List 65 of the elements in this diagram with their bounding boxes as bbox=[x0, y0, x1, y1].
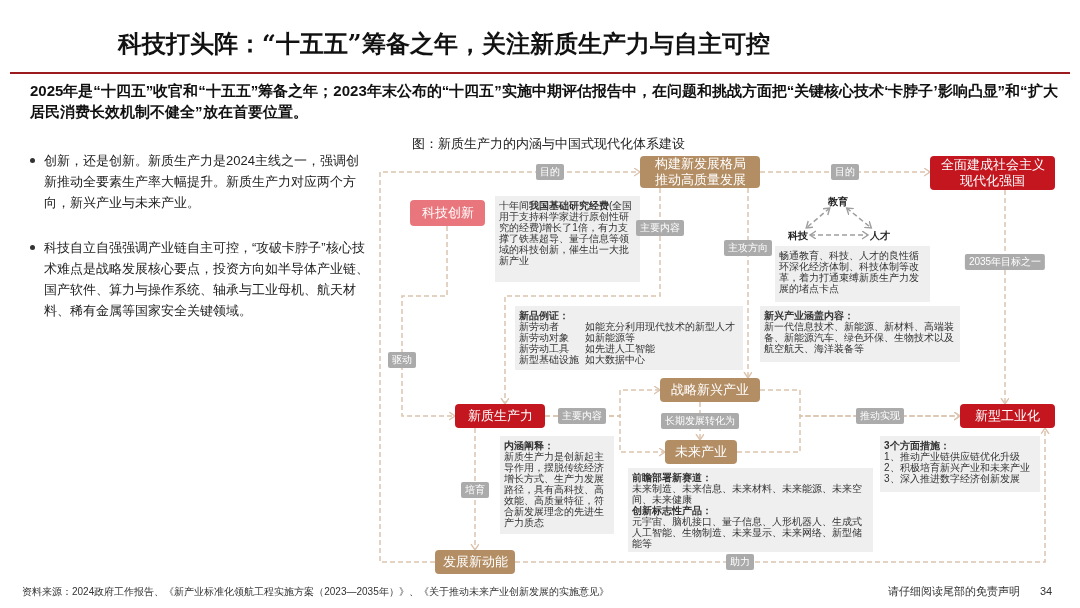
concept-label: 人才 bbox=[868, 228, 892, 242]
note-text: 如大数据中心 bbox=[585, 354, 645, 365]
note-heading: 3个方面措施： bbox=[884, 440, 951, 451]
arrow bbox=[695, 401, 705, 441]
note-text: 未来制造、未来信息、未来材料、未来能源、未来空间、未来健康 bbox=[632, 483, 863, 505]
arrow bbox=[401, 225, 456, 421]
note-text: 十年间我国基础研究经费(全国用于支持科学家进行原创性研究的经费)增长了1倍，有力支撑了铁基超导、量子信息等领域的科技创新，催生出一大批新产业 bbox=[499, 200, 634, 266]
double-arrow bbox=[845, 207, 873, 229]
concept-label: 科技 bbox=[786, 228, 810, 242]
note-term: 新劳动者 bbox=[519, 321, 559, 332]
process-box: 战略新兴产业 bbox=[660, 378, 760, 402]
source-note: 资料来源：2024政府工作报告、《新产业标准化领航工程实施方案（2023—2035年）》、《关于推动未来产业创新发展的实施意见》 bbox=[22, 585, 609, 599]
edge-label: 主攻方向 bbox=[724, 240, 772, 256]
note-term: 新劳动工具 bbox=[519, 343, 569, 354]
note-heading: 前瞻部署新赛道： bbox=[632, 472, 713, 483]
note-heading: 新兴产业涵盖内容： bbox=[764, 310, 854, 321]
process-box: 构建新发展格局推动高质量发展 bbox=[640, 156, 760, 188]
process-box: 新型工业化 bbox=[960, 404, 1055, 428]
note-text: 新质生产力是创新起主导作用，摆脱传统经济增长方式、生产力发展路径，具有高科技、高效能、高质量特征，符合新发展理念的先进生产力质态 bbox=[504, 451, 605, 528]
arrow bbox=[470, 427, 480, 551]
process-box: 发展新动能 bbox=[435, 550, 515, 574]
note-text: 2、积极培育新兴产业和未来产业 bbox=[884, 462, 1031, 473]
bullet-text: 创新，还是创新。新质生产力是2024主线之一，强调创新推动全要素生产率大幅提升。新质生产力对应两个方向，新兴产业与未来产业。 bbox=[44, 152, 360, 212]
note-heading: 创新标志性产品： bbox=[632, 505, 713, 516]
arrow bbox=[1000, 189, 1010, 405]
process-box: 新质生产力 bbox=[455, 404, 545, 428]
arrow bbox=[514, 427, 1050, 563]
double-arrow bbox=[805, 207, 831, 229]
figure-title: 图：新质生产力的内涵与中国式现代化体系建设 bbox=[412, 135, 685, 153]
intro-text: 2025年是“十四五”收官和“十五五”筹备之年；2023年末公布的“十四五”实施中期评估报告中，在问题和挑战方面把“关键核心技术‘卡脖子’影响凸显”和“扩大居民消费长效机制不健全”放在首要位置。 bbox=[30, 81, 1059, 122]
note-heading: 新品例证： bbox=[519, 310, 570, 321]
note-card bbox=[495, 196, 640, 282]
edge-label: 主要内容 bbox=[558, 408, 606, 424]
note-text: 新一代信息技术、新能源、新材料、高端装备、新能源汽车、绿色环保、生物技术以及航空航天、海洋装备等 bbox=[764, 321, 955, 354]
edge-label: 驱动 bbox=[388, 352, 416, 368]
note-term: 新劳动对象 bbox=[519, 332, 570, 343]
note-term: 新型基础设施 bbox=[519, 354, 580, 365]
page-number: 34 bbox=[1040, 584, 1053, 599]
note-text: 畅通教育、科技、人才的良性循环深化经济体制、科技体制等改革，着力打通束缚新质生产力发展的堵点卡点 bbox=[779, 250, 920, 294]
double-arrow bbox=[809, 230, 869, 240]
note-text: 元宇宙、脑机接口、量子信息、人形机器人、生成式人工智能、生物制造、未来显示、未来网络、新型储能等 bbox=[632, 516, 863, 549]
process-box: 全面建成社会主义现代化强国 bbox=[930, 156, 1055, 190]
process-box: 未来产业 bbox=[665, 440, 737, 464]
note-text: 如先进人工智能 bbox=[585, 343, 656, 354]
arrow bbox=[743, 187, 753, 379]
disclaimer-note: 请仔细阅读尾部的免责声明 bbox=[888, 584, 1020, 599]
arrow bbox=[379, 167, 641, 563]
edge-label: 助力 bbox=[726, 554, 754, 570]
note-text: 3、深入推进数字经济创新发展 bbox=[884, 473, 1021, 484]
slide-title: 科技打头阵：“十五五”筹备之年，关注新质生产力与自主可控 bbox=[118, 28, 770, 60]
edge-label: 推动实现 bbox=[856, 408, 904, 424]
note-text: 如能充分利用现代技术的新型人才 bbox=[585, 321, 736, 332]
process-box: 科技创新 bbox=[410, 200, 485, 226]
edge-label: 目的 bbox=[536, 164, 564, 180]
edge-label: 培育 bbox=[461, 482, 489, 498]
edge-label: 目的 bbox=[831, 164, 859, 180]
note-text: 如新能源等 bbox=[585, 332, 635, 343]
concept-label: 教育 bbox=[826, 194, 850, 208]
bullet-text: 科技自立自强强调产业链自主可控，“攻破卡脖子”核心技术难点是战略发展核心要点，投资方向如半导体产业链、国产软件、算力与操作系统、轴承与工业母机、航天材料、稀有金属等国家安全关键领域。 bbox=[44, 239, 370, 320]
note-text: 1、推动产业链供应链优化升级 bbox=[884, 451, 1020, 462]
edge-label: 主要内容 bbox=[636, 220, 684, 236]
note-heading: 内涵阐释： bbox=[504, 440, 554, 451]
arrow bbox=[759, 167, 931, 177]
edge-label: 长期发展转化为 bbox=[661, 413, 739, 429]
arrow bbox=[500, 187, 661, 405]
